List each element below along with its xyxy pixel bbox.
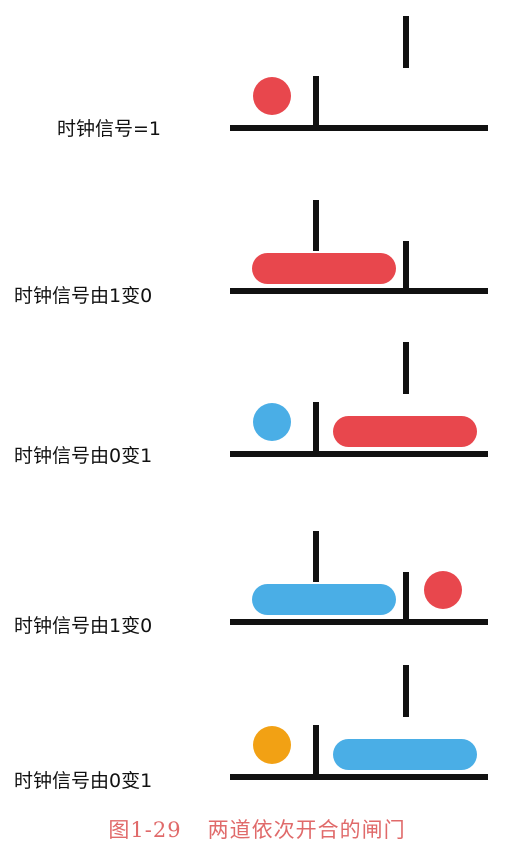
caption-title: 两道依次开合的闸门 [207, 818, 406, 842]
step-label-5: 时钟信号由0变1 [14, 770, 153, 792]
step-label-4: 时钟信号由1变0 [14, 615, 153, 637]
step-label-3: 时钟信号由0变1 [14, 445, 153, 467]
red-bar-3-2 [333, 416, 477, 447]
orange-ball-5-1 [253, 726, 291, 764]
blue-ball-3-1 [253, 403, 291, 441]
red-ball-4-2 [424, 571, 462, 609]
step-label-1: 时钟信号=1 [57, 118, 162, 140]
step-label-2: 时钟信号由1变0 [14, 285, 153, 307]
caption-number: 图1-29 [108, 818, 182, 842]
red-ball-1-1 [253, 77, 291, 115]
red-bar-2-1 [252, 253, 396, 284]
blue-bar-4-1 [252, 584, 396, 615]
blue-bar-5-2 [333, 739, 477, 770]
figure-caption: 图1-29 两道依次开合的闸门 [0, 814, 514, 844]
